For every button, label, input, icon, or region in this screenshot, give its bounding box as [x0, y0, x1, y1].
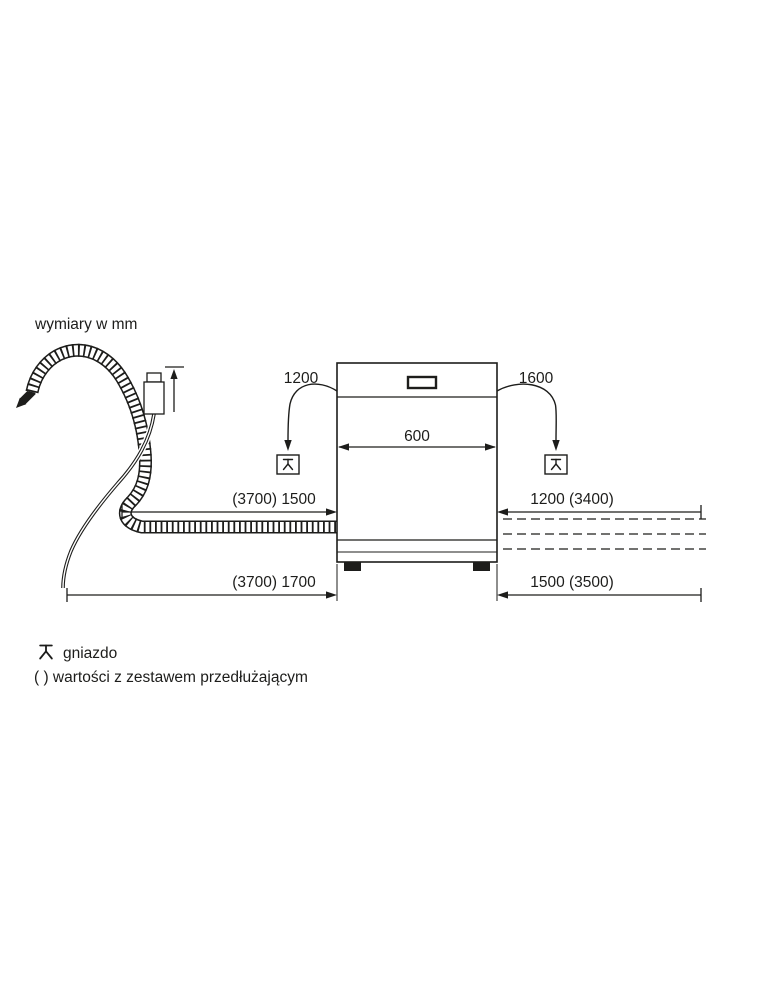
right-foot: [473, 562, 490, 571]
drain-hose: [16, 343, 337, 534]
right-arrow-icon: [485, 443, 496, 451]
up-arrow-icon: [170, 369, 178, 379]
bottom-right-dim-label: 1500 (3500): [530, 574, 614, 591]
width-dim-label: 600: [404, 428, 430, 445]
down-arrow-icon: [284, 440, 292, 451]
valve-body: [143, 381, 165, 415]
left-arrow-icon: [497, 508, 508, 516]
aquastop-valve: [143, 372, 165, 415]
right-socket: [544, 454, 568, 475]
drain-hose-end-fitting: [19, 388, 36, 405]
down-arrow-icon: [552, 440, 560, 451]
extension-dashed-lines: [503, 518, 706, 550]
right-arrow-icon: [326, 591, 337, 599]
socket-icon: [39, 644, 53, 660]
mid-right-dimension: 1200 (3400): [497, 491, 702, 519]
page-title: wymiary w mm: [34, 316, 137, 333]
left-socket-dim-label: 1200: [284, 370, 319, 387]
legend-socket-label: gniazdo: [63, 645, 117, 662]
mid-right-dim-label: 1200 (3400): [530, 491, 614, 508]
appliance: [336, 362, 498, 571]
left-foot: [344, 562, 361, 571]
left-arrow-icon: [497, 591, 508, 599]
legend: gniazdo ( ) wartości z zestawem przedłuż…: [34, 644, 308, 686]
width-dimension: 600: [338, 428, 496, 451]
mid-left-dim-label: (3700) 1500: [232, 491, 316, 508]
right-socket-dim-label: 1600: [519, 370, 554, 387]
mid-left-dimension: (3700) 1500: [121, 491, 337, 519]
projection-lines: [336, 564, 498, 601]
left-arrow-icon: [338, 443, 349, 451]
control-panel: [406, 375, 438, 390]
appliance-outline: [336, 362, 498, 563]
left-socket-arrow-curve: [287, 383, 338, 442]
supply-hose-core: [62, 413, 155, 589]
bottom-left-dim-label: (3700) 1700: [232, 574, 316, 591]
right-arrow-icon: [326, 508, 337, 516]
valve-cap: [146, 372, 162, 383]
left-socket: [276, 454, 300, 475]
left-socket-dimension: 1200: [284, 370, 338, 451]
legend-extension-note: ( ) wartości z zestawem przedłużającym: [34, 669, 308, 686]
drain-hose-ribs: [25, 343, 337, 534]
bottom-left-dimension: (3700) 1700: [66, 574, 337, 602]
right-socket-arrow-curve: [496, 383, 557, 442]
tap-connection-arrow: [165, 366, 184, 412]
supply-hose: [59, 413, 158, 589]
right-socket-dimension: 1600: [496, 370, 560, 451]
bottom-right-dimension: 1500 (3500): [497, 574, 702, 602]
drain-hose-tip-icon: [16, 397, 27, 408]
